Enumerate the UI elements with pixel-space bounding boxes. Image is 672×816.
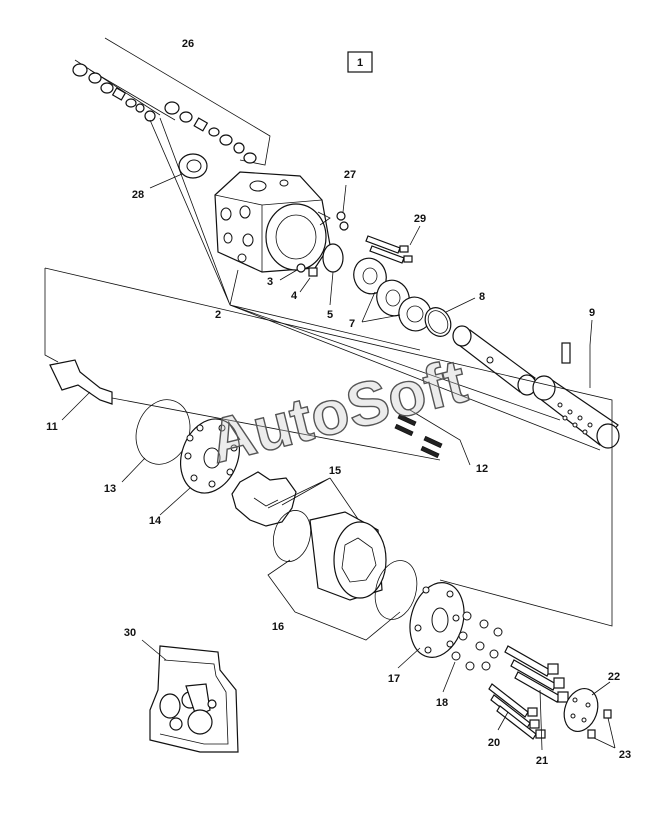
part-27-fittings: [317, 184, 349, 231]
part-9-pin: [561, 319, 593, 388]
callout-13: 13: [104, 483, 116, 495]
part-8-ring: [424, 297, 476, 337]
part-14-spacer-plate: [159, 418, 240, 516]
callout-29: 29: [414, 213, 426, 225]
part-20-bolts: [488, 683, 546, 740]
part-23-screws: [587, 709, 616, 749]
callout-14: 14: [149, 515, 162, 527]
reference-box: 1: [347, 51, 373, 73]
callout-21: 21: [536, 755, 548, 767]
callout-4: 4: [291, 290, 298, 302]
part-2-valve-housing: [214, 171, 331, 273]
part-7-plates: [353, 257, 432, 332]
part-30-gasket-kit: [141, 639, 239, 753]
part-4-plug: [299, 267, 318, 293]
part-21-bolts: [504, 645, 569, 751]
part-3-ball: [279, 263, 306, 281]
callout-9: 9: [589, 307, 595, 319]
callout-8: 8: [479, 291, 485, 303]
callout-3: 3: [267, 276, 273, 288]
part-12-springs: [394, 409, 471, 466]
callout-11: 11: [46, 421, 58, 433]
callout-27: 27: [344, 169, 356, 181]
callout-20: 20: [488, 737, 500, 749]
reference-box-label: 1: [357, 57, 363, 69]
callout-22: 22: [608, 671, 620, 683]
part-15-rotor: [231, 471, 361, 527]
part-5-o-ring: [322, 243, 344, 306]
part-22-cap-plate: [563, 681, 611, 732]
part-16-gerotor-set: [267, 510, 418, 641]
callout-5: 5: [327, 309, 333, 321]
part-28-washer: [149, 153, 208, 189]
callout-23: 23: [619, 749, 631, 761]
part-11-drive-shaft: [49, 359, 441, 461]
callout-12: 12: [476, 463, 488, 475]
sleeve: [532, 375, 620, 449]
callout-2: 2: [215, 309, 221, 321]
part-18-seals: [442, 611, 503, 693]
callout-17: 17: [388, 673, 400, 685]
part-29-bolts: [365, 225, 421, 264]
spool: [452, 325, 537, 396]
callout-18: 18: [436, 697, 448, 709]
part-26-fitting-kit: [72, 37, 271, 166]
watermark: AutoSoft: [203, 347, 474, 477]
callout-7: 7: [349, 318, 355, 330]
part-17-end-plate: [397, 582, 465, 669]
callout-28: 28: [132, 189, 144, 201]
callout-16: 16: [272, 621, 284, 633]
callout-15: 15: [329, 465, 341, 477]
callout-30: 30: [124, 627, 136, 639]
callout-26: 26: [182, 38, 194, 50]
